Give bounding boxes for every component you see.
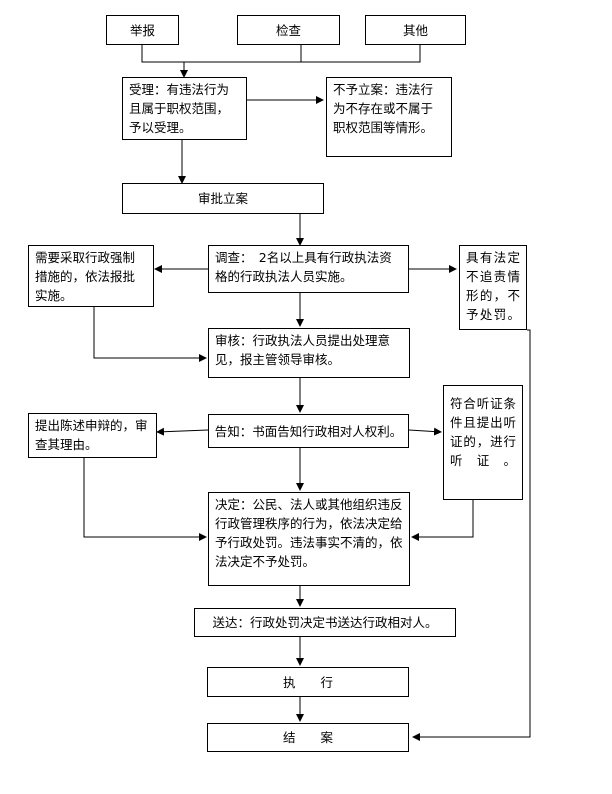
connector-report-accept — [141, 45, 421, 63]
node-close-case: 结 案 — [207, 723, 409, 752]
node-notify: 告知：书面告知行政相对人权利。 — [208, 414, 409, 448]
arrow-notify-defense — [156, 427, 209, 436]
node-report: 举报 — [106, 15, 179, 45]
node-reject: 不予立案：违法行为不存在或不属于职权范围等情形。 — [326, 77, 452, 157]
node-exempt: 具有法定不追责情形的，不予处罚。 — [459, 245, 527, 330]
node-investigate: 调查： 2名以上具有行政执法资格的行政执法人员实施。 — [208, 245, 409, 293]
arrow-coerce-review — [93, 307, 207, 362]
node-approve-case: 审批立案 — [122, 183, 324, 214]
node-execute: 执 行 — [207, 667, 409, 697]
node-accept: 受理：有违法行为且属于职权范围，予以受理。 — [122, 77, 247, 140]
arrow-exempt-close — [412, 329, 531, 741]
node-coercive-measures: 需要采取行政强制措施的，依法报批实施。 — [28, 245, 154, 307]
node-inspect: 检查 — [237, 15, 340, 45]
node-hearing: 符合听证条件且提出听证的，进行听证。 — [443, 385, 523, 500]
node-deliver: 送达：行政处罚决定书送达行政相对人。 — [194, 608, 456, 637]
arrow-notify-hearing — [408, 427, 442, 436]
node-review: 审核：行政执法人员提出处理意见，报主管领导审核。 — [208, 328, 410, 378]
node-defense: 提出陈述申辩的，审查其理由。 — [28, 413, 157, 458]
arrow-hearing-decide — [411, 500, 474, 541]
node-decide: 决定：公民、法人或其他组织违反行政管理秩序的行为，依法决定给予行政处罚。违法事实… — [208, 492, 410, 586]
node-other: 其他 — [365, 15, 466, 45]
arrow-defense-decide — [83, 458, 207, 541]
